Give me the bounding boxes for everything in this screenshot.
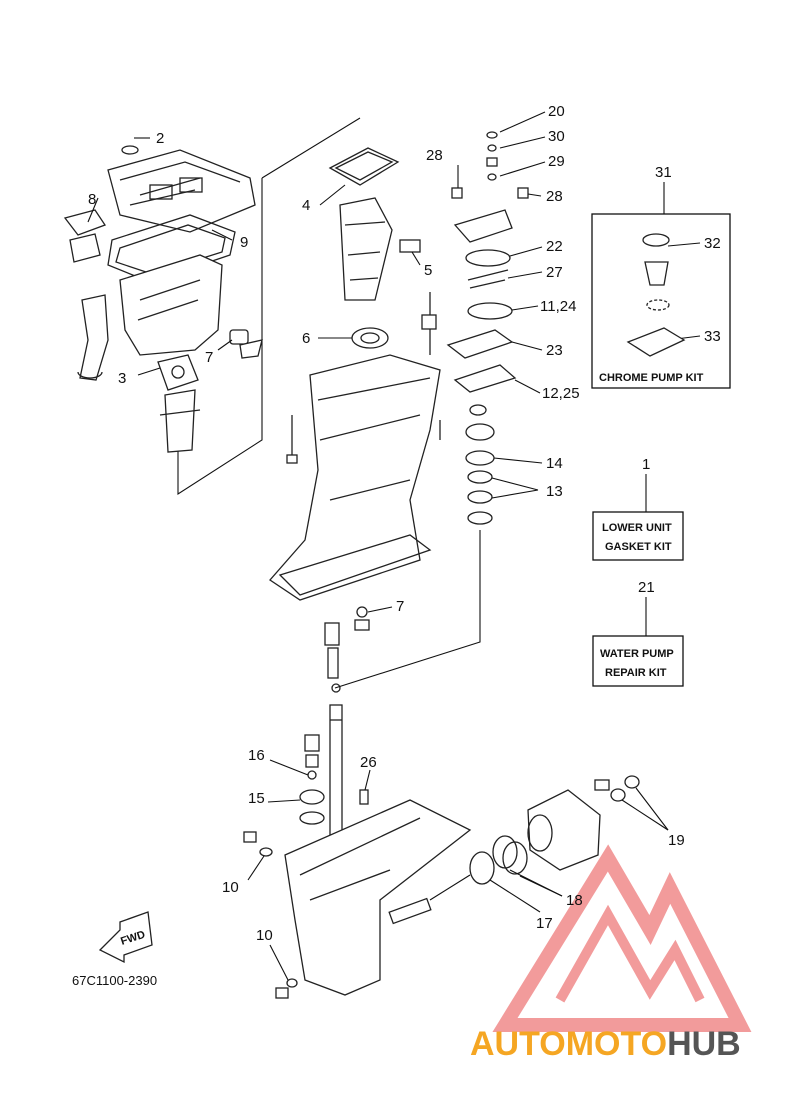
chrome-pump-kit-label: CHROME PUMP KIT <box>599 372 704 384</box>
automotohub-logo-icon <box>492 844 752 1032</box>
lower-unit-gasket-kit-box: LOWER UNIT GASKET KIT <box>592 511 684 561</box>
callout-26: 26 <box>360 754 377 771</box>
callout-18: 18 <box>566 892 583 909</box>
callout-4: 4 <box>302 197 310 214</box>
leader-lines <box>87 111 701 981</box>
callout-10-upper: 10 <box>222 879 239 896</box>
callout-1: 1 <box>642 456 650 473</box>
chrome-pump-kit-box: CHROME PUMP KIT <box>591 213 731 389</box>
callout-labels: 2 8 9 4 5 6 7 3 20 30 29 28 28 22 27 11,… <box>88 103 721 944</box>
callout-33: 33 <box>704 328 721 345</box>
callout-28-right: 28 <box>546 188 563 205</box>
callout-10-lower: 10 <box>256 927 273 944</box>
callout-19: 19 <box>668 832 685 849</box>
lower-unit-kit-line1: LOWER UNIT <box>602 522 672 534</box>
water-pump-repair-kit-box: WATER PUMP REPAIR KIT <box>592 635 684 687</box>
diagram-code: 67C1100-2390 <box>72 973 157 988</box>
callout-6: 6 <box>302 330 310 347</box>
callout-3: 3 <box>118 370 126 387</box>
watermark-part2: HUB <box>667 1025 741 1063</box>
callout-32: 32 <box>704 235 721 252</box>
callout-7-upper: 7 <box>205 349 213 366</box>
callout-21: 21 <box>638 579 655 596</box>
callout-29: 29 <box>548 153 565 170</box>
callout-23: 23 <box>546 342 563 359</box>
callout-30: 30 <box>548 128 565 145</box>
watermark-part1: AUTOMOTO <box>470 1025 667 1063</box>
upper-casing-group <box>63 117 361 496</box>
upper-case-assembly <box>269 197 441 693</box>
lower-unit-assembly <box>243 704 640 999</box>
gasket-4 <box>328 147 400 186</box>
callout-2: 2 <box>156 130 164 147</box>
callout-28-left: 28 <box>426 147 443 164</box>
water-pump-kit-line1: WATER PUMP <box>600 648 674 660</box>
callout-15: 15 <box>248 790 265 807</box>
callout-9: 9 <box>240 234 248 251</box>
callout-27: 27 <box>546 264 563 281</box>
callout-22: 22 <box>546 238 563 255</box>
watermark-text: AUTOMOTOHUB <box>470 1025 741 1063</box>
callout-5: 5 <box>424 262 432 279</box>
callout-8: 8 <box>88 191 96 208</box>
callout-17: 17 <box>536 915 553 932</box>
callout-13: 13 <box>546 483 563 500</box>
fwd-arrow-icon: FWD <box>98 911 153 964</box>
callout-7-lower: 7 <box>396 598 404 615</box>
water-pump-kit-line2: REPAIR KIT <box>605 667 667 679</box>
lower-unit-kit-line2: GASKET KIT <box>605 541 672 553</box>
callout-14: 14 <box>546 455 563 472</box>
callout-16: 16 <box>248 747 265 764</box>
callout-11-24: 11,24 <box>540 298 576 315</box>
callout-20: 20 <box>548 103 565 120</box>
callout-12-25: 12,25 <box>542 385 580 402</box>
callout-31: 31 <box>655 164 672 181</box>
